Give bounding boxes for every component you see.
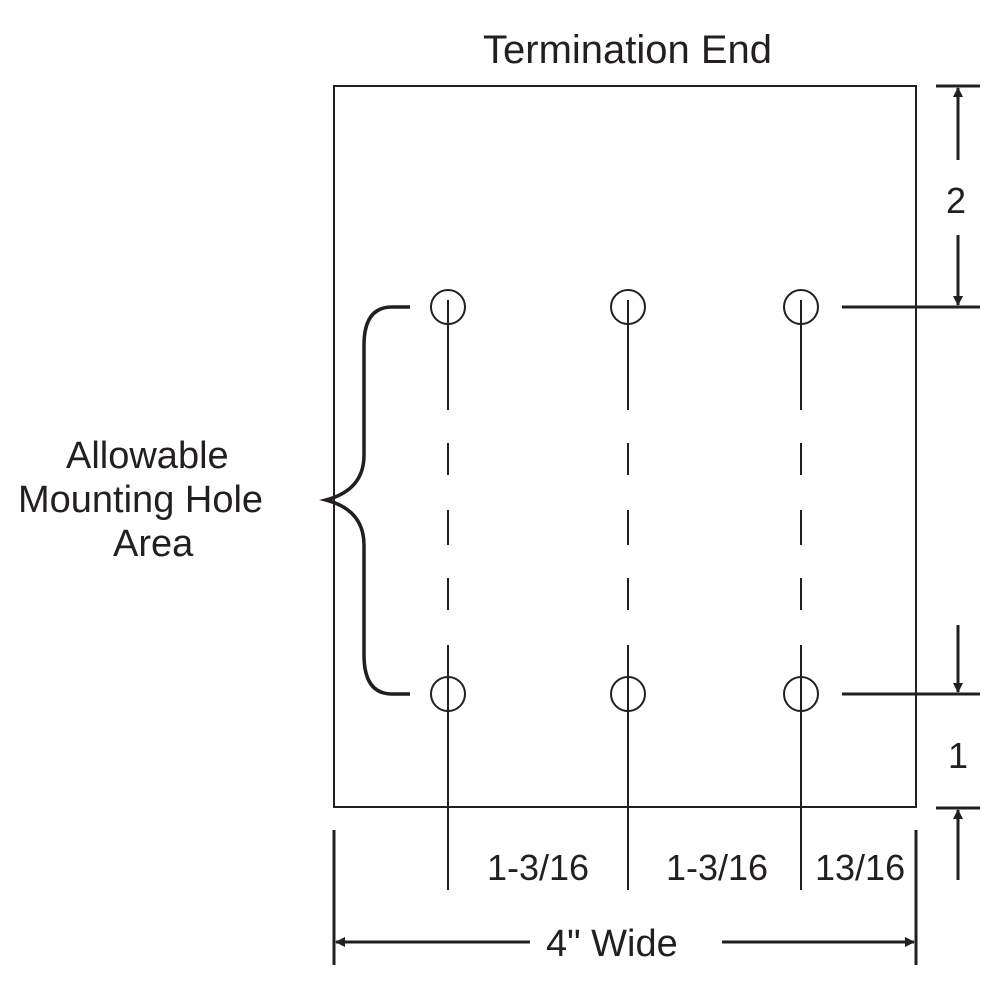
side-label-line1: Allowable	[66, 435, 229, 477]
width-label: 4" Wide	[546, 923, 678, 965]
spacing-label-1: 1-3/16	[487, 847, 590, 888]
side-label-line2: Mounting Hole	[18, 479, 264, 521]
board-outline	[333, 85, 917, 808]
spacing-label-2: 1-3/16	[666, 847, 769, 888]
dim-bottom-label: 1	[948, 735, 969, 776]
side-label-line3: Area	[113, 523, 194, 565]
diagram-title: Termination End	[483, 28, 773, 72]
mounting-holes	[430, 289, 819, 712]
spacing-label-3: 13/16	[815, 847, 906, 888]
brace	[319, 305, 410, 696]
centerlines	[447, 300, 802, 890]
dim-top-label: 2	[946, 180, 967, 221]
